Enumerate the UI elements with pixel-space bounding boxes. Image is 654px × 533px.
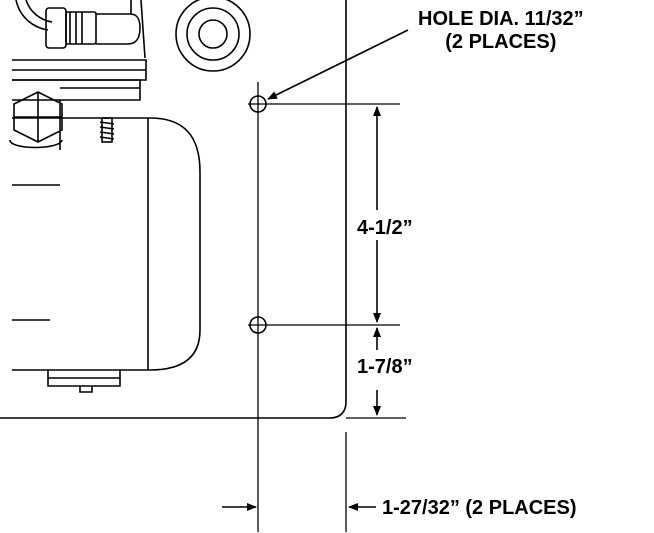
hole-callout-line1: HOLE DIA. 11/32” bbox=[418, 8, 584, 30]
tank-foot bbox=[47, 370, 121, 393]
hole-spacing-label: 4-1/2” bbox=[357, 217, 413, 239]
hole-callout-line2: (2 PLACES) bbox=[445, 31, 557, 53]
hex-nut bbox=[9, 91, 63, 149]
dimension-arrows bbox=[222, 29, 409, 511]
hose-fitting bbox=[15, 0, 146, 59]
base-plate-outline bbox=[0, 0, 347, 419]
extension-lines bbox=[248, 82, 406, 532]
equipment-body bbox=[0, 0, 347, 419]
hole-diameter-callout: HOLE DIA. 11/32” (2 PLACES) bbox=[418, 8, 584, 54]
tank bbox=[12, 117, 201, 371]
round-plug bbox=[175, 0, 251, 72]
hole-to-edge-label: 1-7/8” bbox=[357, 356, 413, 378]
edge-offset-label: 1-27/32” (2 PLACES) bbox=[382, 497, 577, 519]
flange bbox=[12, 59, 147, 150]
threaded-stud bbox=[99, 117, 115, 143]
hole-leader-arrow bbox=[267, 29, 409, 100]
